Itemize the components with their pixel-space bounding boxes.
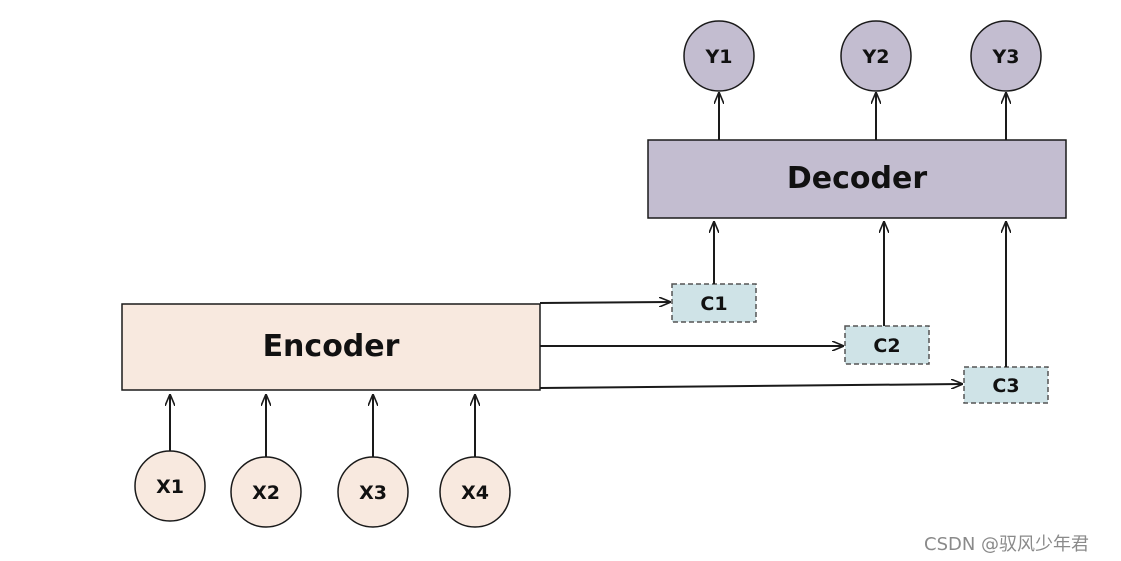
context-c3: C3 [539,222,1049,404]
context-c2: C2 [540,222,930,365]
input-node-x3: X3 [337,395,409,528]
context-label: C1 [700,293,727,315]
context-vectors: C1 C2 C3 [539,222,1049,404]
output-nodes: Y1 Y2 Y3 [683,20,1042,140]
decoder-label: Decoder [787,161,927,196]
context-box [671,283,757,323]
context-box [844,325,930,365]
context-label: C2 [873,335,900,357]
encoder-to-c3-arrow [539,384,962,388]
output-circle [683,20,755,92]
decoder-block: Decoder [647,139,1067,219]
input-node-x4: X4 [439,395,511,528]
output-circle [840,20,912,92]
output-node-y3: Y3 [970,20,1042,140]
context-c1: C1 [539,222,757,323]
context-label: C3 [992,375,1019,397]
output-label: Y2 [862,46,890,68]
encoder-block: Encoder [121,303,541,391]
input-node-x2: X2 [230,395,302,528]
input-label: X2 [252,482,280,504]
input-node-x1: X1 [134,395,206,522]
decoder-box [647,139,1067,219]
output-node-y1: Y1 [683,20,755,140]
output-label: Y1 [705,46,733,68]
output-node-y2: Y2 [840,20,912,140]
input-label: X1 [156,476,184,498]
encoder-box [121,303,541,391]
input-nodes: X1 X2 X3 X4 [134,395,511,528]
input-label: X4 [461,482,489,504]
output-label: Y3 [992,46,1020,68]
encoder-to-c1-arrow [539,302,670,303]
encoder-label: Encoder [263,329,400,364]
context-box [963,366,1049,404]
watermark: CSDN @驭风少年君 [924,534,1090,555]
input-label: X3 [359,482,387,504]
output-circle [970,20,1042,92]
